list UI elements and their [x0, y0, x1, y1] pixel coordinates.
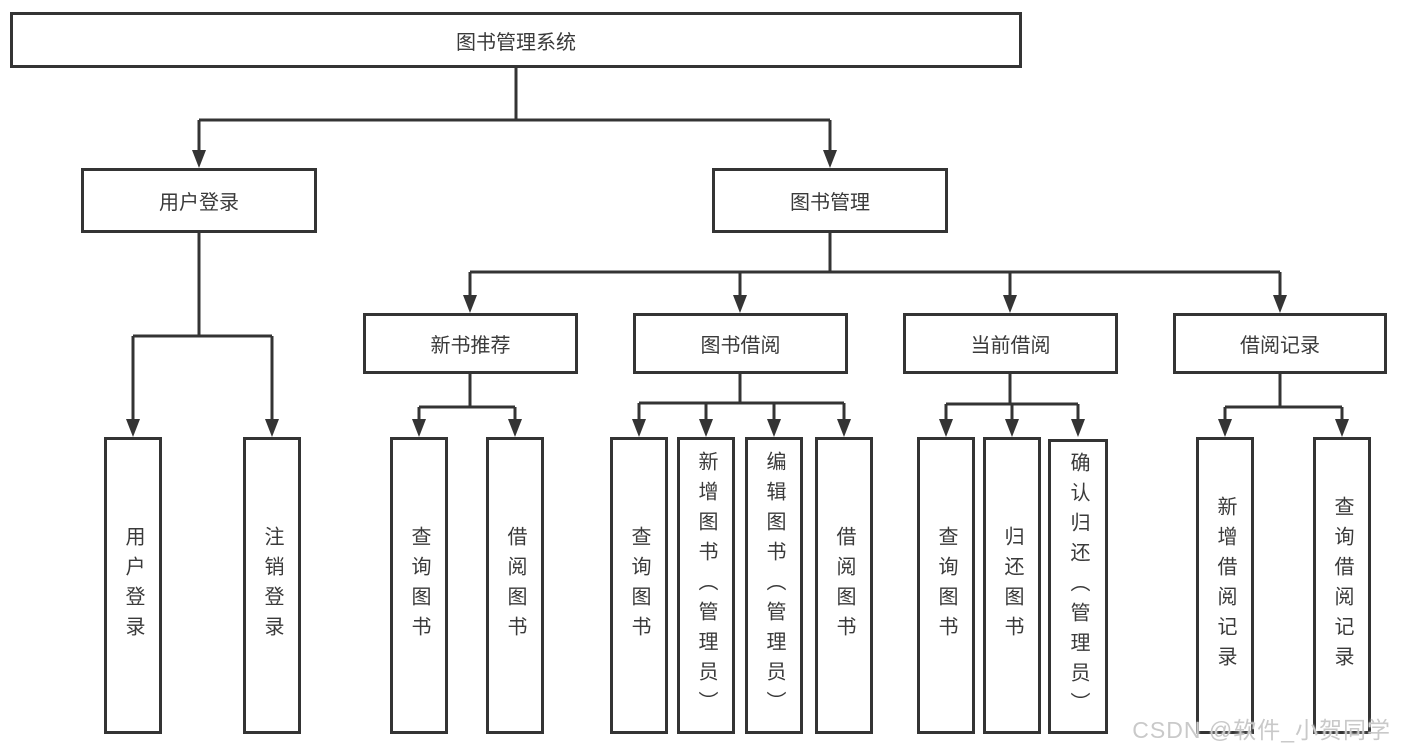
node-book-management-label: 图书管理 [790, 192, 870, 214]
node-user-login-label: 用户登录 [159, 192, 239, 214]
edge-borrowing-records-children [1223, 374, 1344, 419]
node-user-login: 用户登录 [81, 168, 317, 233]
arrowhead-leaf-confirm-return [1071, 419, 1085, 437]
leaf-confirm-return-admin: 确认归还（管理员） [1048, 439, 1108, 734]
arrowhead-current-borrowing [1003, 295, 1017, 313]
leaf-borrow-books-borrowing: 借阅图书 [815, 437, 873, 734]
arrowhead-leaf-borrow-books-1 [508, 419, 522, 437]
edge-user-login-children [131, 233, 274, 419]
csdn-watermark: CSDN @软件_小贺同学 [1132, 717, 1391, 743]
arrowhead-leaf-user-login [126, 419, 140, 437]
edge-current-borrowing-children [944, 374, 1080, 419]
arrowhead-leaf-query-books-3 [939, 419, 953, 437]
node-new-book-recommend: 新书推荐 [363, 313, 578, 374]
arrowhead-leaf-add-record [1218, 419, 1232, 437]
leaf-logout-login-label: 注销登录 [261, 525, 283, 646]
leaf-logout-login: 注销登录 [243, 437, 301, 734]
node-new-book-recommend-label: 新书推荐 [430, 335, 511, 357]
node-root-label: 图书管理系统 [456, 31, 576, 54]
arrowhead-leaf-query-books-1 [412, 419, 426, 437]
leaf-add-borrow-record: 新增借阅记录 [1196, 437, 1254, 734]
leaf-add-books-admin-label: 新增图书（管理员） [695, 450, 717, 721]
leaf-query-books-current-label: 查询图书 [935, 525, 957, 646]
leaf-return-books-label: 归还图书 [1001, 525, 1023, 646]
leaf-query-books-current: 查询图书 [917, 437, 975, 734]
leaf-query-borrow-record: 查询借阅记录 [1313, 437, 1371, 734]
node-root: 图书管理系统 [10, 12, 1022, 68]
leaf-query-books-borrowing-label: 查询图书 [628, 525, 650, 646]
leaf-borrow-books-borrowing-label: 借阅图书 [833, 525, 855, 646]
leaf-edit-books-admin: 编辑图书（管理员） [745, 437, 803, 734]
leaf-user-login-label: 用户登录 [122, 525, 144, 646]
leaf-query-borrow-record-label: 查询借阅记录 [1331, 495, 1353, 676]
node-borrowing-records-label: 借阅记录 [1240, 335, 1320, 357]
leaf-borrow-books-recommend-label: 借阅图书 [504, 525, 526, 646]
arrowhead-user-login [192, 150, 206, 168]
arrowhead-leaf-return-books [1005, 419, 1019, 437]
arrowhead-leaf-add-books [699, 419, 713, 437]
edge-book-borrowing-children [637, 374, 846, 419]
edge-root-to-level2 [197, 68, 832, 150]
leaf-query-books-recommend: 查询图书 [390, 437, 448, 734]
leaf-add-borrow-record-label: 新增借阅记录 [1214, 495, 1236, 676]
arrowhead-borrowing-records [1273, 295, 1287, 313]
leaf-user-login: 用户登录 [104, 437, 162, 734]
leaf-confirm-return-admin-label: 确认归还（管理员） [1067, 451, 1089, 722]
leaf-return-books: 归还图书 [983, 437, 1041, 734]
edge-new-book-recommend-children [417, 374, 517, 419]
node-book-management: 图书管理 [712, 168, 948, 233]
node-book-borrowing: 图书借阅 [633, 313, 848, 374]
node-borrowing-records: 借阅记录 [1173, 313, 1387, 374]
arrowhead-book-management [823, 150, 837, 168]
arrowhead-leaf-edit-books [767, 419, 781, 437]
arrowhead-leaf-query-books-2 [632, 419, 646, 437]
arrowhead-leaf-borrow-books-2 [837, 419, 851, 437]
node-current-borrowing-label: 当前借阅 [970, 335, 1051, 357]
leaf-borrow-books-recommend: 借阅图书 [486, 437, 544, 734]
arrowhead-leaf-logout [265, 419, 279, 437]
leaf-query-books-borrowing: 查询图书 [610, 437, 668, 734]
arrowhead-book-borrowing [733, 295, 747, 313]
leaf-query-books-recommend-label: 查询图书 [408, 525, 430, 646]
node-current-borrowing: 当前借阅 [903, 313, 1118, 374]
node-book-borrowing-label: 图书借阅 [700, 335, 781, 357]
leaf-add-books-admin: 新增图书（管理员） [677, 437, 735, 734]
arrowhead-leaf-query-record [1335, 419, 1349, 437]
leaf-edit-books-admin-label: 编辑图书（管理员） [763, 450, 785, 721]
edge-book-management-children [468, 233, 1282, 295]
arrowhead-new-book-recommend [463, 295, 477, 313]
